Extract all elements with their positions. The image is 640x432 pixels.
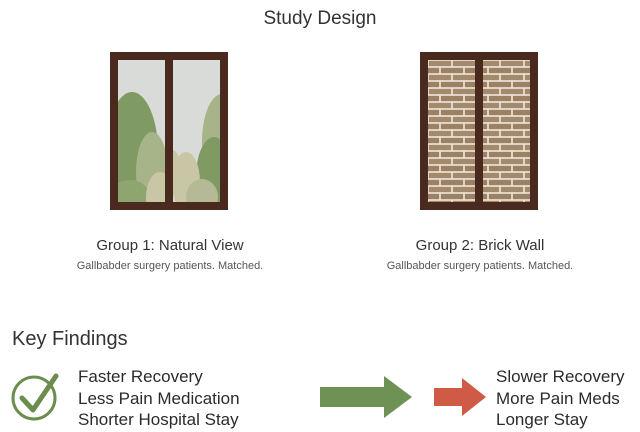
finding-less-pain-medication: Less Pain Medication [78, 388, 240, 408]
natural-view-window [110, 52, 228, 210]
brick-wall-findings: Slower Recovery More Pain Meds Longer St… [496, 366, 625, 431]
group-1-title: Group 1: Natural View [96, 237, 244, 254]
brick-wall-window [420, 52, 538, 210]
natural-view-findings: Faster Recovery Less Pain Medication Sho… [78, 366, 240, 431]
page-title: Study Design [263, 8, 377, 29]
red-right-arrow-icon [434, 378, 486, 416]
key-findings-heading: Key Findings [12, 328, 128, 350]
finding-longer-stay: Longer Stay [496, 410, 588, 429]
finding-faster-recovery: Faster Recovery [78, 367, 203, 386]
group-2-subtitle: Gallbabder surgery patients. Matched. [386, 260, 574, 272]
group-2-title: Group 2: Brick Wall [415, 237, 545, 254]
finding-shorter-hospital-stay: Shorter Hospital Stay [78, 410, 239, 429]
group-1-subtitle: Gallbabder surgery patients. Matched. [76, 260, 264, 272]
green-right-arrow-icon [320, 376, 412, 418]
finding-more-pain-meds: More Pain Meds [496, 388, 620, 408]
finding-slower-recovery: Slower Recovery [496, 367, 625, 386]
check-circle-icon [11, 373, 59, 421]
